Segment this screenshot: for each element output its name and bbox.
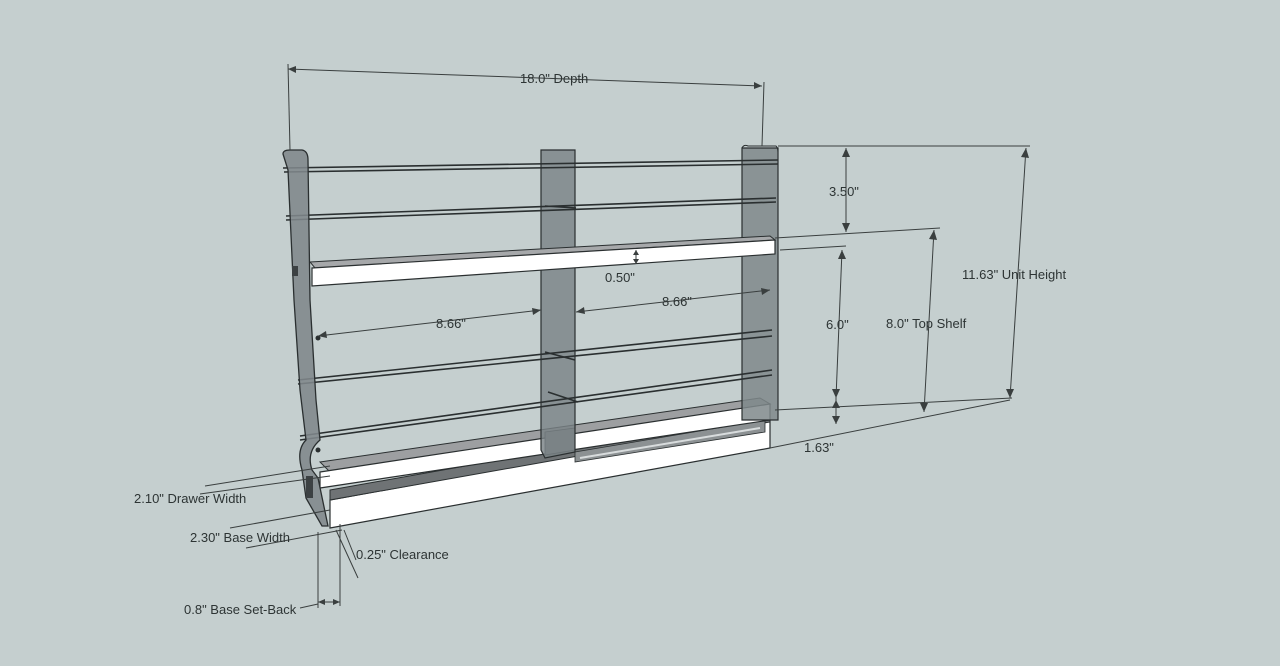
base-height-label: 1.63": [804, 440, 834, 455]
bay-right-width-label: 8.66": [662, 294, 692, 309]
dimension-labels: 18.0" Depth 3.50" 0.50" 8.66" 8.66" 6.0"…: [134, 71, 1066, 617]
right-side-panel: [741, 144, 779, 421]
unit-height-label: 11.63" Unit Height: [962, 267, 1066, 282]
bay-left-width-label: 8.66": [436, 316, 466, 331]
base-setback-label: 0.8" Base Set-Back: [184, 602, 297, 617]
shelf-thickness-label: 0.50": [605, 270, 635, 285]
mounting-bracket-lower: [306, 476, 313, 498]
depth-label: 18.0" Depth: [520, 71, 588, 86]
shelf-spacing-label: 6.0": [826, 317, 849, 332]
upper-shelf: [308, 235, 777, 287]
top-shelf-label: 8.0" Top Shelf: [886, 316, 967, 331]
rails: [282, 159, 779, 441]
left-side-panel: [282, 149, 329, 527]
middle-divider-panel: [540, 149, 576, 459]
base-width-label: 2.30" Base Width: [190, 530, 290, 545]
clearance-label: 0.25" Clearance: [356, 547, 449, 562]
mounting-hole-upper: [292, 266, 298, 276]
drawer-width-label: 2.10" Drawer Width: [134, 491, 246, 506]
dimension-lines: [199, 63, 1030, 609]
top-gap-label: 3.50": [829, 184, 859, 199]
